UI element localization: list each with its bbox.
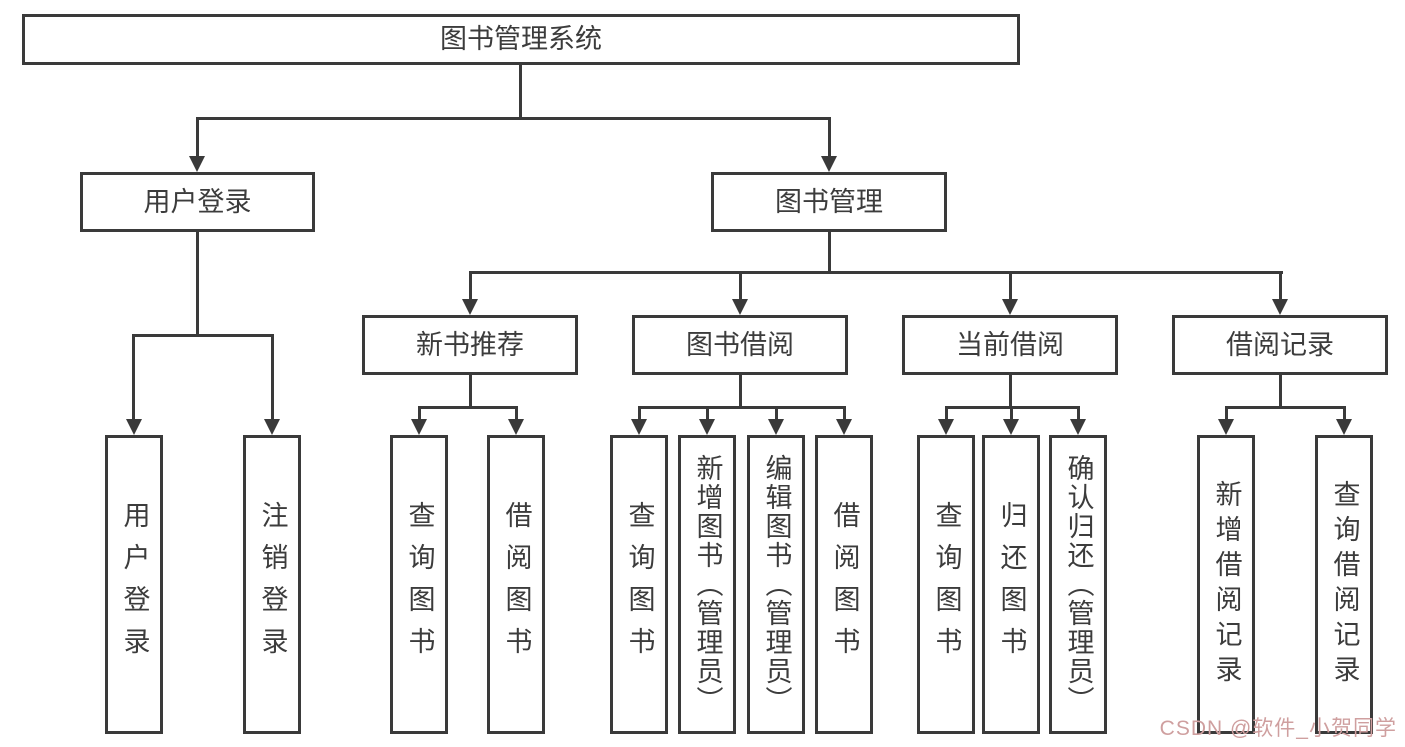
node-borrow-records-label: 借阅记录 [1226, 329, 1334, 360]
node-book-borrow: 图书借阅 [632, 315, 848, 375]
arrowhead-icon [411, 419, 427, 435]
leaf-records-query-record: 查询借阅记录 [1315, 435, 1373, 734]
leaf-borrow-borrow-books-label: 借阅图书 [829, 500, 860, 669]
connector-to-leaf [843, 406, 846, 419]
arrowhead-icon [836, 419, 852, 435]
leaf-borrow-borrow-books: 借阅图书 [815, 435, 873, 734]
connector-to-leaf [418, 406, 421, 419]
connector-to-leaf [1225, 406, 1228, 419]
arrowhead-icon [732, 299, 748, 315]
connector-to-leaf [775, 406, 778, 419]
arrowhead-icon [126, 419, 142, 435]
leaf-current-return-books: 归还图书 [982, 435, 1040, 734]
arrowhead-icon [189, 156, 205, 172]
node-user-login: 用户登录 [80, 172, 315, 232]
leaf-borrow-add-books-admin: 新增图书（管理员） [678, 435, 736, 734]
connector-book-management-stub [828, 232, 831, 272]
arrowhead-icon [508, 419, 524, 435]
node-new-book-recommend-label: 新书推荐 [416, 329, 524, 360]
connector-to-leaf [638, 406, 641, 419]
connector-records-stub [1279, 375, 1282, 407]
arrowhead-icon [821, 156, 837, 172]
connector-to-leaf [945, 406, 948, 419]
arrowhead-icon [1336, 419, 1352, 435]
leaf-logout-label: 注销登录 [257, 500, 288, 669]
connector-current-stub [1009, 375, 1012, 407]
connector-user-login-stub [196, 232, 199, 335]
connector-to-leaf [1077, 406, 1080, 419]
arrowhead-icon [699, 419, 715, 435]
connector-to-user-login [196, 117, 199, 156]
leaf-records-add-record: 新增借阅记录 [1197, 435, 1255, 734]
connector-level2-splitter [469, 271, 1283, 274]
arrowhead-icon [631, 419, 647, 435]
connector-user-login-splitter [132, 334, 274, 337]
connector-to-leaf [706, 406, 709, 419]
node-book-borrow-label: 图书借阅 [686, 329, 794, 360]
leaf-borrow-edit-books-admin: 编辑图书（管理员） [747, 435, 805, 734]
connector-to-recommend [469, 271, 472, 299]
node-current-borrow: 当前借阅 [902, 315, 1118, 375]
connector-to-leaf-user-login [132, 334, 135, 419]
node-user-login-label: 用户登录 [143, 186, 252, 217]
leaf-current-confirm-return-admin-label: 确认归还（管理员） [1063, 454, 1094, 715]
leaf-user-login: 用户登录 [105, 435, 163, 734]
leaf-borrow-query-books-label: 查询图书 [624, 500, 655, 669]
connector-to-current [1009, 271, 1012, 299]
connector-level1-splitter [196, 117, 831, 120]
arrowhead-icon [264, 419, 280, 435]
node-new-book-recommend: 新书推荐 [362, 315, 578, 375]
connector-to-leaf [1010, 406, 1013, 419]
leaf-borrow-query-books: 查询图书 [610, 435, 668, 734]
connector-root-stub [519, 65, 522, 118]
connector-to-leaf-logout [271, 334, 274, 419]
connector-to-records [1279, 271, 1282, 299]
node-root: 图书管理系统 [22, 14, 1020, 65]
connector-borrow-stub [739, 375, 742, 407]
arrowhead-icon [938, 419, 954, 435]
leaf-borrow-edit-books-admin-label: 编辑图书（管理员） [761, 454, 792, 715]
node-current-borrow-label: 当前借阅 [956, 329, 1064, 360]
arrowhead-icon [768, 419, 784, 435]
leaf-logout: 注销登录 [243, 435, 301, 734]
node-root-label: 图书管理系统 [440, 24, 602, 54]
connector-borrow-splitter [638, 406, 846, 409]
connector-to-leaf [1343, 406, 1346, 419]
node-book-management: 图书管理 [711, 172, 947, 232]
arrowhead-icon [1002, 299, 1018, 315]
connector-recommend-splitter [418, 406, 518, 409]
connector-to-leaf [515, 406, 518, 419]
leaf-current-return-books-label: 归还图书 [996, 500, 1027, 669]
connector-recommend-stub [469, 375, 472, 407]
leaf-recommend-query-books: 查询图书 [390, 435, 448, 734]
leaf-recommend-borrow-books-label: 借阅图书 [501, 500, 532, 669]
node-book-management-label: 图书管理 [775, 186, 883, 217]
leaf-borrow-add-books-admin-label: 新增图书（管理员） [692, 454, 723, 715]
leaf-current-query-books: 查询图书 [917, 435, 975, 734]
arrowhead-icon [1003, 419, 1019, 435]
leaf-user-login-label: 用户登录 [119, 500, 150, 669]
arrowhead-icon [462, 299, 478, 315]
leaf-records-query-record-label: 查询借阅记录 [1329, 479, 1360, 690]
leaf-recommend-borrow-books: 借阅图书 [487, 435, 545, 734]
leaf-current-query-books-label: 查询图书 [931, 500, 962, 669]
leaf-recommend-query-books-label: 查询图书 [404, 500, 435, 669]
node-borrow-records: 借阅记录 [1172, 315, 1388, 375]
arrowhead-icon [1070, 419, 1086, 435]
arrowhead-icon [1218, 419, 1234, 435]
arrowhead-icon [1272, 299, 1288, 315]
leaf-current-confirm-return-admin: 确认归还（管理员） [1049, 435, 1107, 734]
connector-to-book-management [828, 117, 831, 156]
connector-to-borrow [739, 271, 742, 299]
leaf-records-add-record-label: 新增借阅记录 [1211, 479, 1242, 690]
connector-records-splitter [1225, 406, 1346, 409]
